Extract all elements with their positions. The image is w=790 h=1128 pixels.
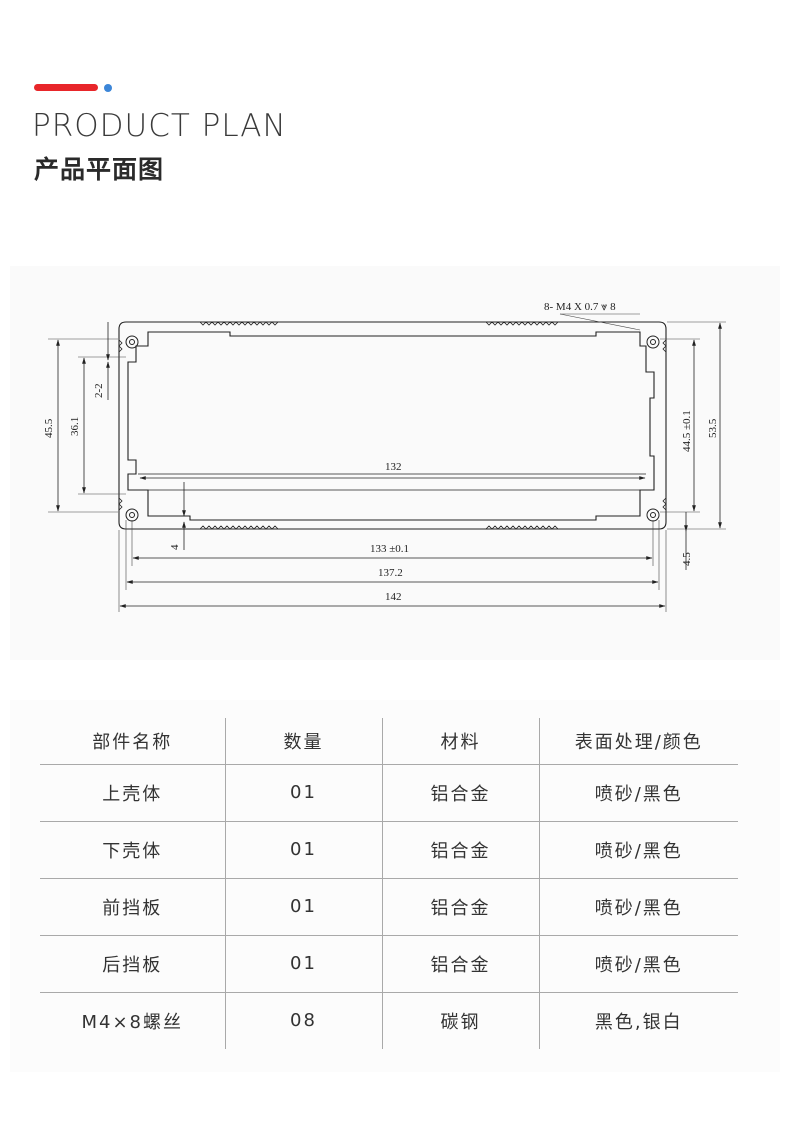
cell-part-name: 前挡板	[40, 878, 225, 936]
dim-right-bottom: 4.5	[681, 552, 693, 566]
accent-dot	[104, 84, 112, 92]
cell-material: 碳钢	[381, 992, 539, 1049]
header-part-name: 部件名称	[40, 718, 225, 765]
screw-bosses	[125, 335, 660, 522]
cell-material: 铝合金	[381, 935, 539, 993]
dim-mid-width: 133 ±0.1	[370, 543, 409, 555]
cell-part-name: 后挡板	[40, 935, 225, 993]
technical-drawing: 8- M4 X 0.7 ⩔ 8 132 133 ±0.1 137.2 142 4…	[43, 301, 726, 612]
cell-material: 铝合金	[381, 821, 539, 879]
cell-quantity: 01	[224, 935, 382, 993]
dimension-lines	[56, 322, 722, 608]
dim-left-step: 2-2	[93, 383, 105, 398]
dim-width-137: 137.2	[378, 567, 403, 579]
table-row: 下壳体 01 铝合金 喷砂/黑色	[40, 821, 738, 879]
table-row: M4×8螺丝 08 碳钢 黑色,银白	[40, 992, 738, 1049]
dim-total-width: 142	[385, 591, 402, 603]
table-row: 后挡板 01 铝合金 喷砂/黑色	[40, 935, 738, 993]
table-header-row: 部件名称 数量 材料 表面处理/颜色	[40, 718, 738, 765]
cell-material: 铝合金	[381, 764, 539, 822]
extension-lines	[48, 313, 726, 612]
drawing-panel: 8- M4 X 0.7 ⩔ 8 132 133 ±0.1 137.2 142 4…	[10, 266, 780, 660]
enclosure-profile	[118, 321, 667, 530]
dim-total-height: 53.5	[707, 418, 719, 438]
cell-finish-color: 喷砂/黑色	[538, 821, 738, 879]
serrations	[118, 321, 667, 530]
cell-finish-color: 喷砂/黑色	[538, 935, 738, 993]
cell-part-name: 下壳体	[40, 821, 225, 879]
header-quantity: 数量	[224, 718, 382, 765]
dim-left-height-inner: 36.1	[69, 417, 81, 436]
cell-finish-color: 喷砂/黑色	[538, 764, 738, 822]
header-material: 材料	[381, 718, 539, 765]
dim-rail-depth: 4	[169, 544, 181, 550]
hole-callout: 8- M4 X 0.7 ⩔ 8	[544, 301, 616, 313]
dim-inner-width: 132	[385, 461, 402, 473]
page-title-cn: 产品平面图	[34, 155, 165, 184]
cell-part-name: 上壳体	[40, 764, 225, 822]
parts-table: 部件名称 数量 材料 表面处理/颜色 上壳体 01 铝合金 喷砂/黑色 下壳体 …	[40, 718, 738, 1049]
cell-finish-color: 喷砂/黑色	[538, 878, 738, 936]
dim-left-height-outer: 45.5	[43, 418, 55, 438]
cell-quantity: 01	[224, 878, 382, 936]
cell-quantity: 01	[224, 821, 382, 879]
cell-quantity: 08	[224, 992, 382, 1049]
dim-right-height-inner: 44.5 ±0.1	[681, 410, 693, 452]
table-row: 前挡板 01 铝合金 喷砂/黑色	[40, 878, 738, 936]
header-finish-color: 表面处理/颜色	[538, 718, 738, 765]
cell-part-name: M4×8螺丝	[81, 1011, 184, 1033]
page-title-en: PRODUCT PLAN	[32, 108, 287, 144]
cell-finish-color: 黑色,银白	[538, 992, 738, 1049]
cell-quantity: 01	[224, 764, 382, 822]
cell-material: 铝合金	[381, 878, 539, 936]
table-row: 上壳体 01 铝合金 喷砂/黑色	[40, 764, 738, 822]
accent-bar	[34, 84, 98, 91]
